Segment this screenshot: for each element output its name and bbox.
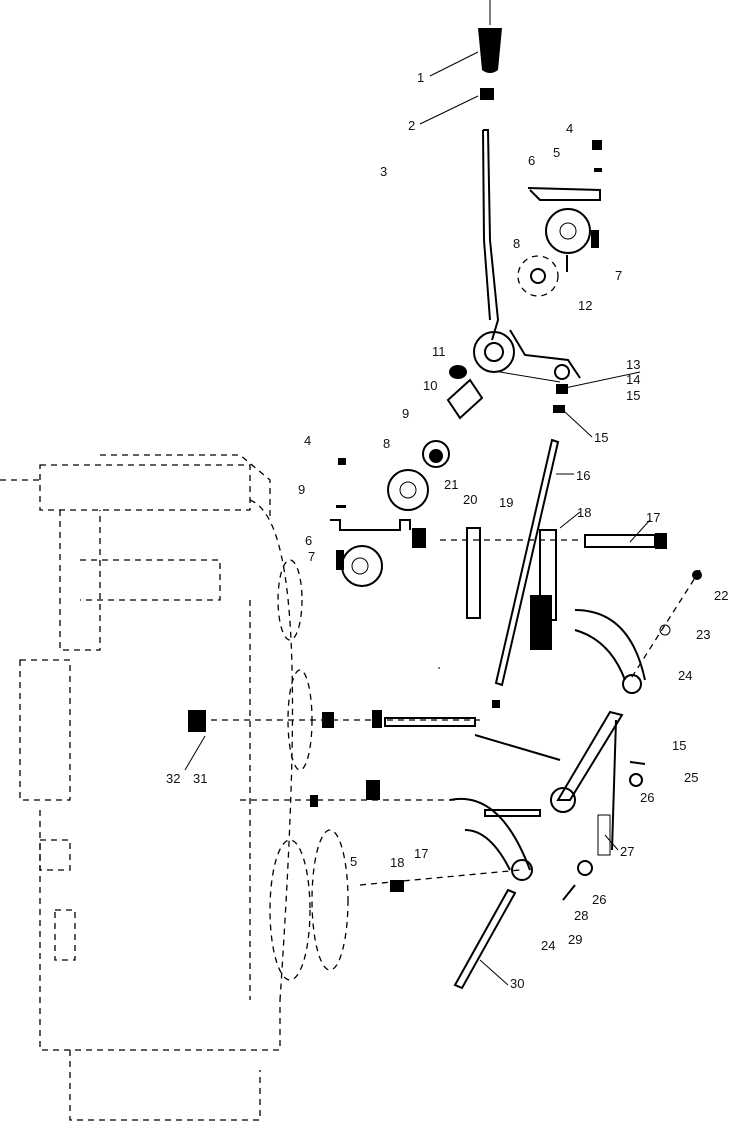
part-labels: 1 2 3 4 5 6 7 8 12 11 10 9 13 14 15 15 1… <box>166 70 728 991</box>
part-label: 8 <box>383 436 390 451</box>
part-label: 4 <box>566 121 573 136</box>
part-label: 6 <box>305 533 312 548</box>
part-label: 19 <box>499 495 513 510</box>
part-label: 11 <box>432 344 446 359</box>
part-label: 27 <box>620 844 634 859</box>
part-label: 7 <box>308 549 315 564</box>
part-label: 15 <box>594 430 608 445</box>
part-label: 12 <box>578 298 592 313</box>
part-label: 16 <box>576 468 590 483</box>
part-label: 28 <box>574 908 588 923</box>
part-label: 9 <box>298 482 305 497</box>
part-label: 18 <box>577 505 591 520</box>
part-label: 22 <box>714 588 728 603</box>
machine-body-outline <box>0 454 521 1121</box>
bracket-part <box>517 140 602 413</box>
part-label: 6 <box>528 153 535 168</box>
part-label: 25 <box>684 770 698 785</box>
part-label: 5 <box>350 854 357 869</box>
part-label: 17 <box>646 510 660 525</box>
part-label: 15 <box>672 738 686 753</box>
rod-assembly <box>440 438 702 694</box>
part-label: 5 <box>553 145 560 160</box>
part-label: 15 <box>626 388 640 403</box>
part-label: 10 <box>423 378 437 393</box>
part-label: 4 <box>304 433 311 448</box>
part-label: 31 <box>193 771 207 786</box>
part-label: 32 <box>166 771 180 786</box>
part-label: 3 <box>380 164 387 179</box>
part-label: 29 <box>568 932 582 947</box>
part-label: 7 <box>615 268 622 283</box>
lever-part <box>473 129 581 383</box>
part-label: 23 <box>696 627 710 642</box>
part-label: 2 <box>408 118 415 133</box>
part-label: 14 <box>626 372 640 387</box>
part-label: 24 <box>678 668 692 683</box>
shaft-parts <box>330 365 484 619</box>
part-label: 24 <box>541 938 555 953</box>
lower-assembly <box>188 700 646 990</box>
part-label: 30 <box>510 976 524 991</box>
leader-lines <box>184 51 651 986</box>
part-label: 17 <box>414 846 428 861</box>
part-label: 18 <box>390 855 404 870</box>
part-label: 20 <box>463 492 477 507</box>
knob-part <box>478 0 502 100</box>
part-label: 21 <box>444 477 458 492</box>
part-label: 13 <box>626 357 640 372</box>
part-label: 26 <box>592 892 606 907</box>
part-label: 8 <box>513 236 520 251</box>
part-label: 1 <box>417 70 424 85</box>
part-label: 26 <box>640 790 654 805</box>
part-label: 9 <box>402 406 409 421</box>
